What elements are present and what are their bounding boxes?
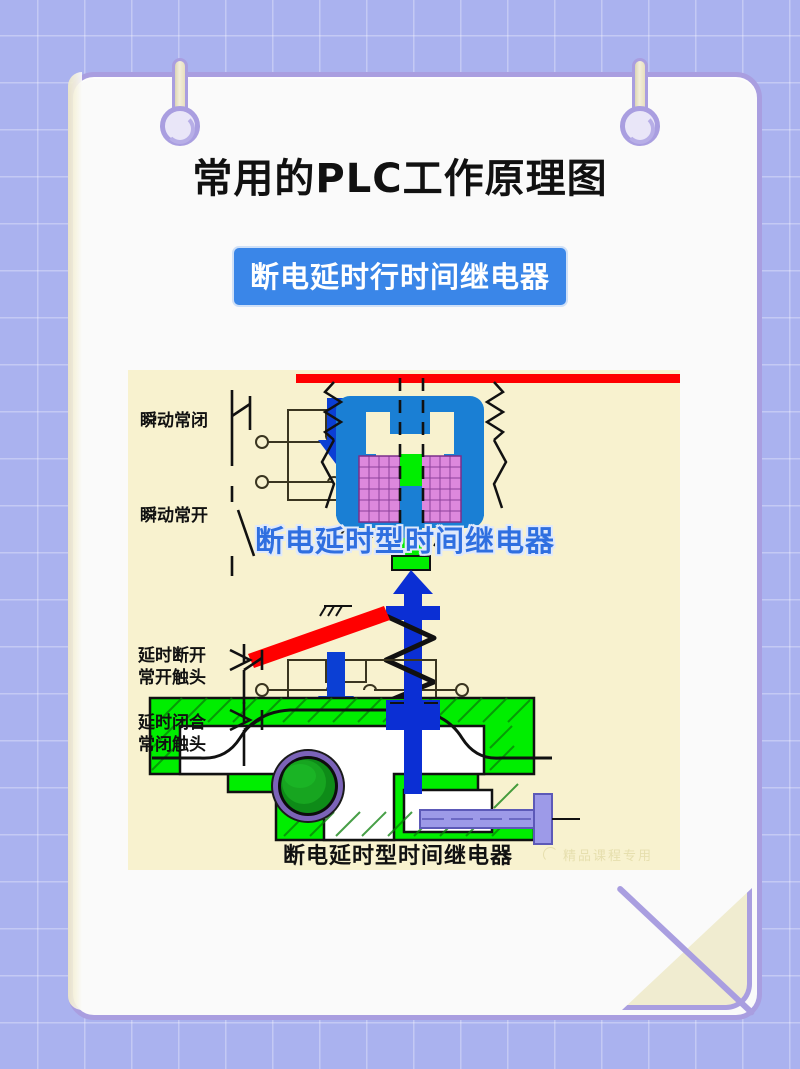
ground-hatching <box>333 529 477 547</box>
diagram-overlay-text: 断电延时型时间继电器 <box>255 524 556 558</box>
terminal-dot <box>455 683 469 697</box>
diagram-caption: 断电延时型时间继电器 <box>283 844 514 869</box>
adjust-screw <box>419 793 580 845</box>
armature-shaft <box>400 486 422 538</box>
binder-ring-right <box>620 58 660 154</box>
center-axis-dashed <box>398 378 425 546</box>
binder-loop-highlight-icon <box>165 114 195 144</box>
push-rod-plate <box>386 700 440 730</box>
coil-left <box>358 455 401 523</box>
lever-arm <box>248 606 390 668</box>
watermark-text: 精品课程专用 <box>563 849 654 864</box>
label-delay-close-nc: 延时闭合 常闭触头 <box>138 713 206 755</box>
symbol-delay-close-nc <box>229 702 264 766</box>
terminal-dot <box>255 475 269 489</box>
terminal-dot <box>255 435 269 449</box>
power-bar-left-stub <box>296 374 326 383</box>
symbol-delay-open-no <box>229 644 264 704</box>
power-bar <box>323 374 680 383</box>
lead-left <box>320 381 344 509</box>
lever-pivot <box>319 605 352 617</box>
watermark-ring-icon <box>543 847 558 862</box>
symbol-instant-no <box>230 486 256 576</box>
subtitle-container: 断电延时行时间继电器 <box>0 246 800 307</box>
terminal-dot <box>255 683 269 697</box>
push-rod-hatching <box>386 697 442 704</box>
binder-ring-left <box>160 58 200 154</box>
relay-diagram-svg <box>148 374 680 845</box>
contact-symbols-layer <box>229 390 264 766</box>
diagram-watermark: 精品课程专用 <box>543 845 653 864</box>
relay-diagram <box>128 370 680 870</box>
binder-loop-highlight-icon <box>625 114 655 144</box>
armature <box>400 454 422 486</box>
label-instant-no: 瞬动常开 <box>140 506 208 526</box>
subtitle-badge: 断电延时行时间继电器 <box>231 246 568 307</box>
armature-lower <box>400 538 422 556</box>
label-delay-open-no: 延时断开 常开触头 <box>138 646 206 688</box>
symbol-instant-nc <box>230 390 252 466</box>
label-instant-nc: 瞬动常闭 <box>140 411 208 431</box>
lead-right <box>484 381 508 509</box>
indicator-lamp <box>271 749 345 823</box>
page-title: 常用的PLC工作原理图 <box>192 156 608 202</box>
coil-right <box>419 455 462 523</box>
push-rod-lower <box>404 726 422 794</box>
